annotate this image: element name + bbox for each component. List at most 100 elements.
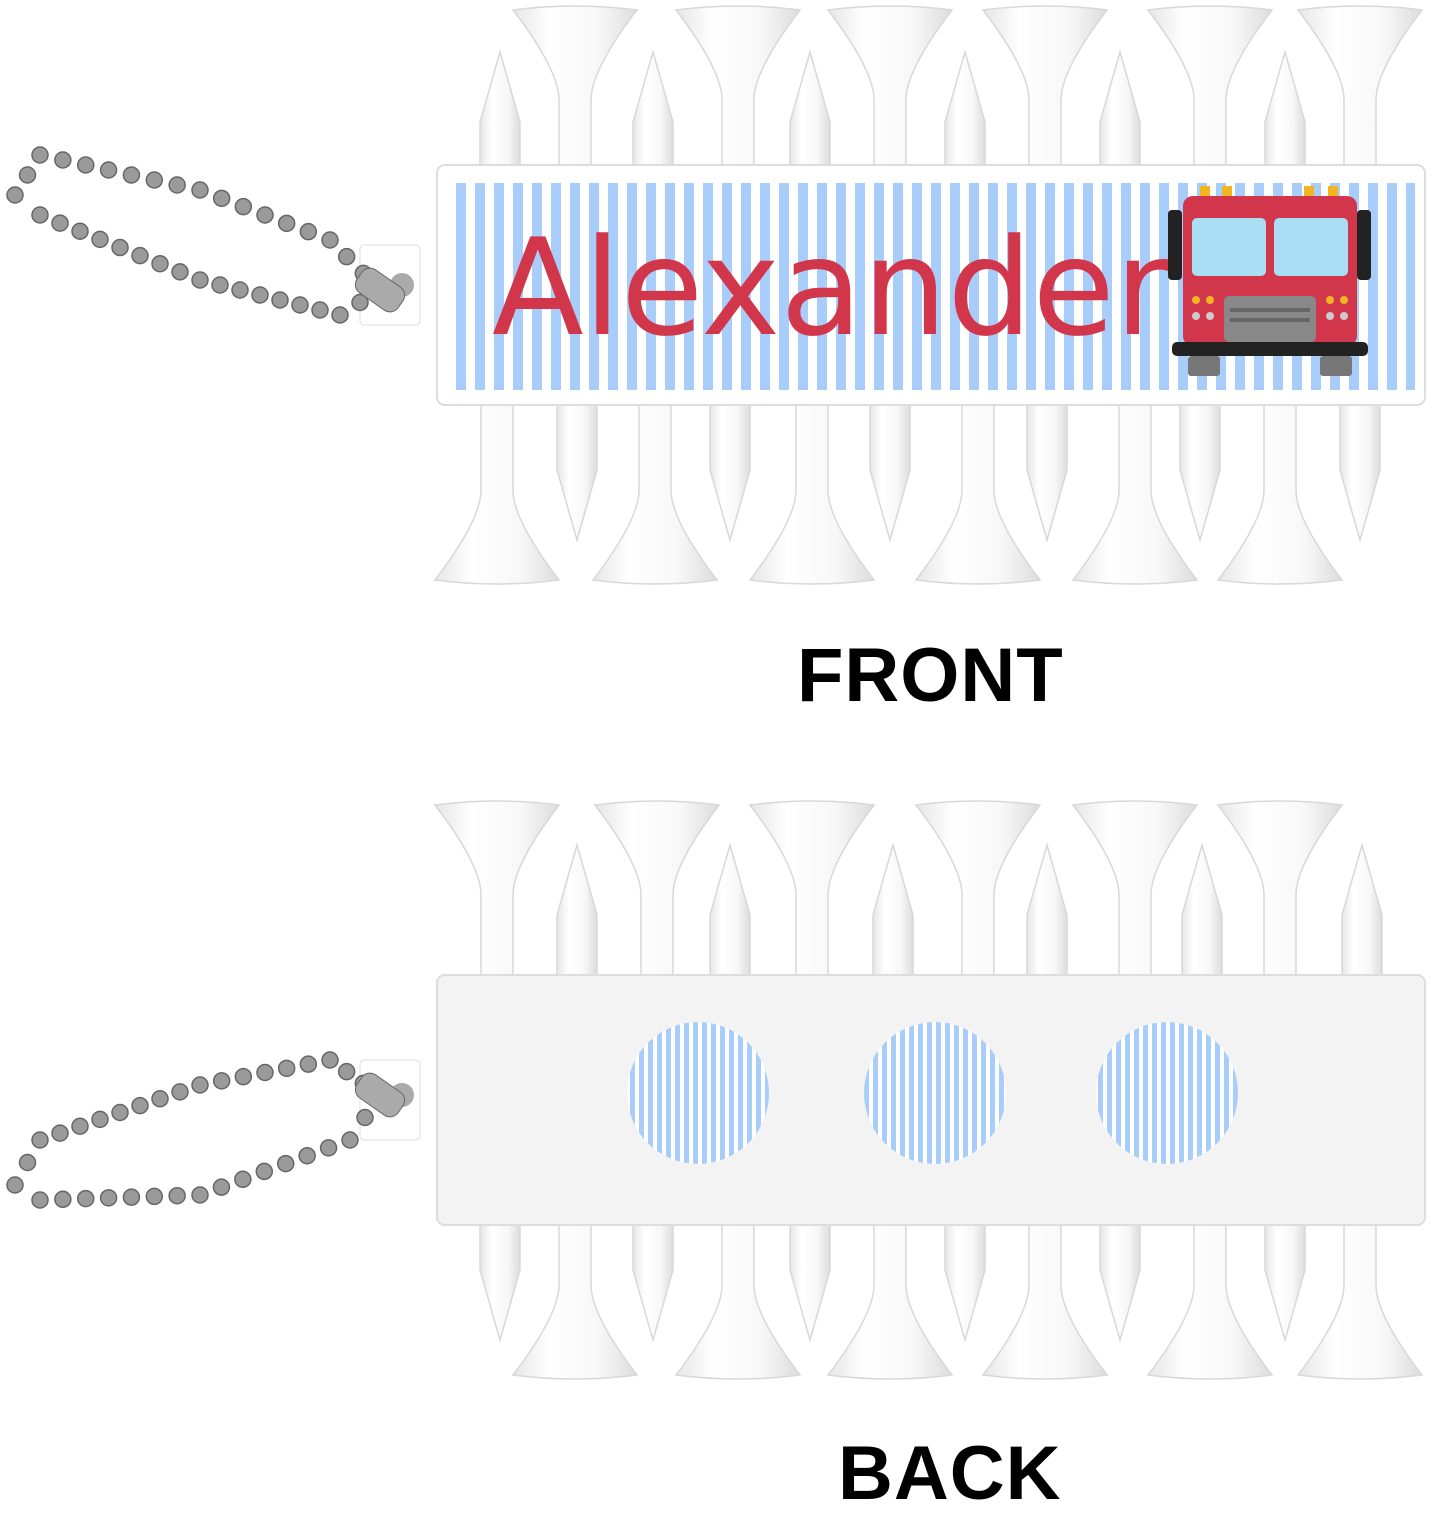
chain-bead — [54, 1190, 72, 1209]
golf-tee — [1099, 1219, 1141, 1343]
chain-bead — [277, 214, 296, 233]
chain-bead — [111, 238, 129, 257]
golf-tee — [556, 399, 598, 543]
chain-bead — [276, 1154, 295, 1173]
chain-bead — [341, 1131, 359, 1149]
golf-tee — [789, 49, 831, 171]
chain-bead — [191, 271, 209, 289]
golf-tee — [1071, 800, 1199, 981]
chain-bead — [251, 286, 269, 304]
chain-bead — [256, 206, 274, 224]
golf-tee — [632, 1219, 674, 1343]
golf-tee — [433, 399, 561, 585]
chain-bead — [298, 1146, 316, 1165]
chain-bead — [131, 246, 149, 265]
chain-bead — [211, 276, 229, 294]
back-holder — [436, 974, 1426, 1226]
golf-tee — [709, 842, 751, 981]
chain-bead — [277, 1059, 296, 1078]
golf-tee — [914, 800, 1042, 981]
chain-bead — [212, 1072, 231, 1090]
front-holder: Alexander — [436, 164, 1426, 406]
golf-tee — [632, 49, 674, 171]
chain-bead — [51, 1124, 69, 1142]
golf-tee — [1071, 399, 1199, 585]
golf-tee — [479, 49, 521, 171]
golf-tee — [1179, 399, 1221, 543]
golf-tee — [944, 1219, 986, 1343]
chain-bead — [231, 281, 249, 299]
striped-circle — [627, 1022, 769, 1164]
golf-tee — [981, 5, 1109, 171]
chain-bead — [191, 181, 209, 199]
chain-bead — [18, 1153, 37, 1172]
chain-bead — [6, 186, 24, 204]
chain-bead — [54, 151, 72, 169]
chain-bead — [122, 166, 141, 184]
golf-tee — [944, 49, 986, 171]
golf-tee — [1181, 842, 1223, 981]
golf-tee — [1264, 49, 1306, 171]
chain-bead — [212, 1178, 231, 1196]
chain-bead — [76, 1189, 95, 1208]
golf-tee — [674, 1219, 802, 1380]
golf-tee — [1296, 5, 1424, 171]
golf-tee — [1216, 800, 1344, 981]
golf-tee — [914, 399, 1042, 585]
ball-chain-back — [6, 1051, 421, 1209]
golf-tee — [748, 399, 876, 585]
chain-bead — [31, 206, 49, 224]
chain-bead — [111, 1103, 129, 1122]
chain-bead — [271, 291, 289, 309]
chain-clasp — [354, 1072, 406, 1118]
back-tees — [433, 800, 1424, 1380]
chain-bead — [337, 247, 356, 266]
golf-tee — [593, 800, 721, 981]
chain-bead — [319, 1139, 338, 1157]
golf-tee — [556, 842, 598, 981]
chain-bead — [91, 230, 109, 249]
chain-bead — [151, 255, 169, 273]
personalized-name: Alexander — [492, 210, 1171, 366]
golf-tee — [1146, 1219, 1274, 1380]
chain-bead — [255, 1162, 274, 1181]
chain-bead — [51, 214, 69, 232]
golf-tee — [748, 800, 876, 981]
golf-tee — [1341, 842, 1383, 981]
front-label: FRONT — [797, 633, 1064, 718]
chain-bead — [311, 301, 329, 319]
chain-bead — [151, 1090, 169, 1108]
chain-bead — [331, 306, 349, 324]
chain-bead — [234, 197, 253, 216]
chain-bead — [351, 293, 369, 312]
chain-bead — [31, 146, 49, 164]
chain-bead — [256, 1063, 274, 1082]
fire-truck-icon — [1168, 186, 1371, 376]
chain-bead — [18, 166, 37, 184]
golf-tee — [1099, 49, 1141, 171]
chain-bead — [234, 1067, 253, 1086]
ball-chain-front — [6, 146, 421, 326]
chain-bead — [99, 1189, 118, 1207]
chain-bead — [234, 1170, 252, 1189]
front-tees — [433, 5, 1424, 585]
chain-bead — [31, 1131, 49, 1149]
golf-tee — [1146, 5, 1274, 171]
golf-tee — [433, 800, 561, 981]
chain-bead — [168, 176, 186, 194]
golf-tee — [1026, 399, 1068, 543]
chain-bead — [91, 1110, 109, 1129]
golf-tee — [511, 5, 639, 171]
golf-tee — [789, 1219, 831, 1343]
golf-tee — [479, 1219, 521, 1343]
chain-bead — [171, 263, 189, 281]
golf-tee — [869, 399, 911, 543]
chain-bead — [191, 1186, 209, 1204]
golf-tee — [511, 1219, 639, 1380]
golf-tee — [591, 399, 719, 585]
chain-bead — [321, 231, 339, 249]
chain-bead — [31, 1191, 49, 1209]
chain-bead — [145, 171, 164, 189]
chain-bead — [291, 296, 309, 314]
